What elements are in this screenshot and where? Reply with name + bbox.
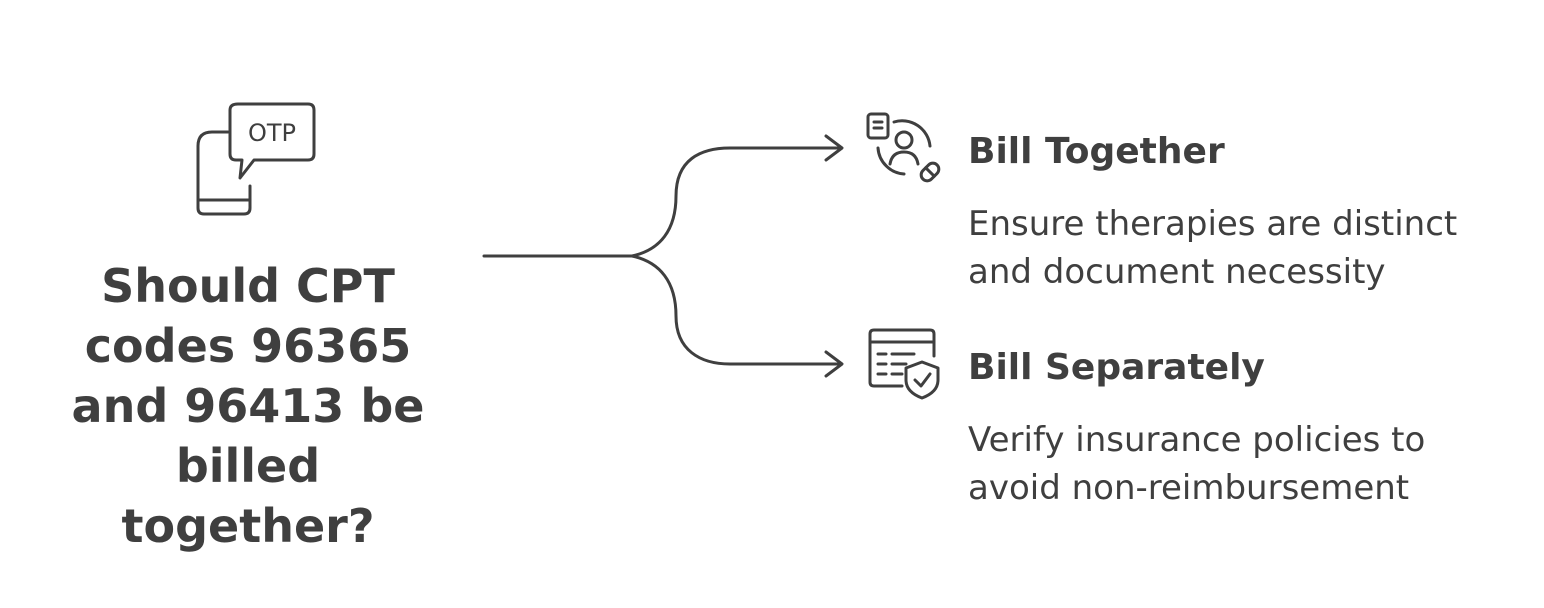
patient-medication-icon (864, 110, 944, 186)
branch-upper (630, 146, 842, 258)
option-title-bill-together: Bill Together (968, 131, 1225, 172)
otp-phone-icon: OTP (190, 96, 320, 220)
arrowhead-upper (824, 134, 844, 162)
option-desc-bill-together: Ensure therapies are distinct and docume… (968, 204, 1458, 292)
arrowhead-lower (824, 350, 844, 378)
branch-lower (630, 254, 842, 366)
otp-label: OTP (248, 119, 296, 147)
option-title-bill-separately: Bill Separately (968, 347, 1265, 388)
insurance-document-shield-icon (866, 326, 942, 402)
question-text: Should CPT codes 96365 and 96413 be bill… (71, 259, 425, 553)
option-desc-bill-separately: Verify insurance policies to avoid non-r… (968, 420, 1426, 508)
